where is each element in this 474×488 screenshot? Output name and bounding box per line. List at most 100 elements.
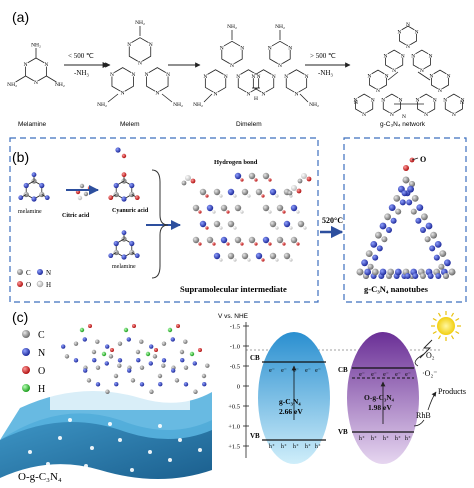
tube-atom-inner bbox=[420, 273, 426, 279]
lattice-atom bbox=[105, 389, 110, 394]
cluster-atom bbox=[269, 252, 277, 260]
cluster-sub bbox=[254, 178, 258, 182]
lattice-atom bbox=[105, 344, 110, 349]
amine-label: NH₂ bbox=[97, 102, 107, 108]
cluster-sub bbox=[226, 242, 230, 246]
ring-n-label: N bbox=[138, 61, 142, 67]
step2-byproduct: -NH₃ bbox=[318, 69, 333, 77]
lattice-atom bbox=[82, 337, 87, 342]
cluster-sub bbox=[233, 258, 237, 262]
ring-n-label: N bbox=[149, 42, 153, 48]
ring-n-label: N bbox=[447, 73, 451, 79]
tube-atom bbox=[387, 268, 395, 276]
side-atom bbox=[291, 185, 297, 191]
label-citric-acid: Citric acid bbox=[62, 213, 90, 219]
cluster-atom bbox=[255, 188, 263, 196]
sheet-dot bbox=[28, 450, 32, 454]
cluster-atom bbox=[227, 252, 235, 260]
cluster-sub bbox=[219, 258, 223, 262]
lattice-o bbox=[132, 324, 136, 328]
electron-label: e⁻ bbox=[405, 372, 411, 378]
ring-n-bg bbox=[23, 61, 29, 67]
atom-sub bbox=[134, 195, 140, 201]
ring-n-label: N bbox=[224, 74, 228, 80]
carriers-right: e⁻h⁺e⁻h⁺e⁻h⁺e⁻h⁺e⁻h⁺ bbox=[359, 372, 411, 442]
ring-n-bg bbox=[370, 96, 376, 102]
cluster-atom bbox=[297, 220, 305, 228]
lattice-atom bbox=[183, 382, 189, 387]
cluster-sub bbox=[240, 178, 244, 182]
sun-ray bbox=[450, 335, 455, 340]
lattice-atom bbox=[139, 382, 145, 387]
electron-label: e⁻ bbox=[383, 372, 389, 378]
ring-n-bg bbox=[126, 41, 132, 47]
cluster-sub bbox=[261, 258, 265, 262]
panel-b-left-frame bbox=[9, 137, 319, 303]
ring-n-bg bbox=[380, 96, 386, 102]
ring-n-bg bbox=[245, 90, 252, 96]
ring-n-label: N bbox=[220, 45, 224, 51]
sheet-dot bbox=[68, 418, 72, 422]
label-network: g-C₃N₄ network bbox=[380, 121, 426, 128]
hole-label: h⁺ bbox=[383, 435, 389, 442]
lattice-atom bbox=[95, 382, 101, 387]
ring-n-label: N bbox=[411, 53, 415, 59]
tube-atom bbox=[448, 268, 456, 276]
ring-n-bg bbox=[391, 67, 397, 73]
ring-n-label: N bbox=[131, 72, 135, 78]
cluster-sub bbox=[303, 226, 307, 230]
lattice-atom bbox=[95, 339, 100, 344]
ring-n-label: N bbox=[288, 45, 292, 51]
amine-label: NH₂ bbox=[7, 82, 17, 88]
amine-label: NH₂ bbox=[275, 24, 285, 30]
label-oxygen: O bbox=[420, 155, 426, 164]
light-bolt bbox=[419, 339, 433, 359]
tick-label: 0 bbox=[237, 384, 240, 391]
ring-n-label: N bbox=[398, 97, 402, 103]
lattice-h bbox=[167, 327, 173, 333]
atom bbox=[121, 254, 127, 260]
ring-n-bg bbox=[212, 90, 219, 96]
tube-atom bbox=[375, 231, 382, 239]
ring-n-label: N bbox=[268, 45, 272, 51]
tube-atom bbox=[425, 222, 433, 230]
cluster-atom bbox=[262, 204, 270, 212]
ring-n-label: N bbox=[262, 92, 266, 98]
lattice-atom bbox=[108, 354, 114, 359]
ring-n-bg bbox=[405, 43, 411, 49]
cluster-sub bbox=[233, 226, 237, 230]
ring-n-label: N bbox=[420, 68, 424, 74]
ring-n-label: N bbox=[34, 80, 38, 86]
ring-n-label: N bbox=[385, 73, 389, 79]
label-melamine-bottom: melamine bbox=[112, 264, 136, 270]
ring-n-bg bbox=[396, 28, 403, 34]
tube-atom-inner bbox=[429, 245, 436, 252]
electron-label: e⁻ bbox=[395, 372, 401, 378]
ring-n-bg bbox=[383, 72, 390, 78]
label-dimelem: Dimelem bbox=[236, 121, 262, 128]
triazine-ring bbox=[221, 40, 243, 66]
lattice-o bbox=[176, 324, 180, 328]
electron-label: e⁻ bbox=[281, 368, 287, 374]
amine-label: NH₂ bbox=[309, 102, 319, 108]
cluster-atom bbox=[192, 236, 200, 244]
sheet-dot bbox=[108, 422, 112, 426]
amine-label: NH₂ bbox=[135, 20, 145, 26]
tube-atom bbox=[393, 195, 401, 202]
cluster-sub bbox=[219, 194, 223, 198]
ring-n-label: N bbox=[145, 72, 149, 78]
atom bbox=[31, 196, 37, 202]
sheet-dot bbox=[90, 446, 94, 450]
o-pointer bbox=[411, 157, 419, 161]
cluster-atom bbox=[227, 188, 235, 196]
lattice-atom bbox=[149, 389, 154, 394]
reaction-rhb: RhB bbox=[416, 411, 431, 420]
sun-ray bbox=[432, 330, 437, 335]
cluster-sub bbox=[268, 210, 272, 214]
ring-n-label: N bbox=[397, 29, 401, 35]
ring-n-label: N bbox=[376, 88, 380, 94]
cluster-sub bbox=[296, 210, 300, 214]
ring-n-label: N bbox=[401, 53, 405, 59]
tube-atom bbox=[402, 176, 410, 184]
ring-n-label: N bbox=[362, 112, 366, 118]
